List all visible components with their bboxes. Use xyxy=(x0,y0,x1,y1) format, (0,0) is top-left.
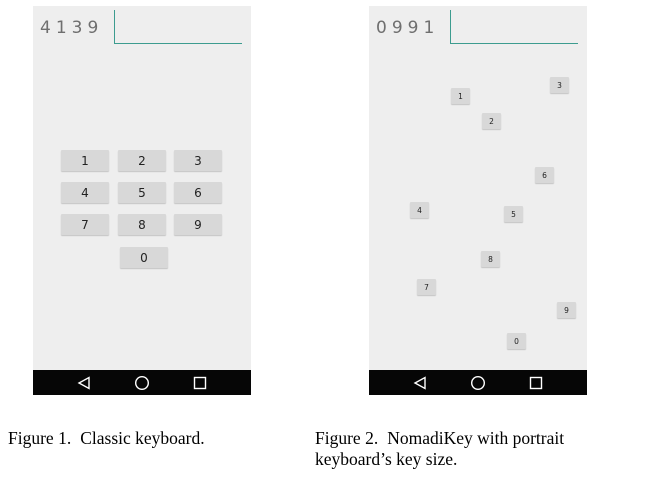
figure-label: Figure 1. xyxy=(8,428,72,448)
pin-display: 4139 xyxy=(40,18,104,38)
navigation-bar xyxy=(33,370,251,395)
key-2[interactable]: 2 xyxy=(118,150,166,171)
key-3[interactable]: 3 xyxy=(174,150,222,171)
key-1[interactable]: 1 xyxy=(451,88,470,104)
key-2[interactable]: 2 xyxy=(482,113,501,129)
key-7[interactable]: 7 xyxy=(61,214,109,235)
caption-line: Figure 2. NomadiKey with portrait xyxy=(315,428,564,449)
figure-label: Figure 2. xyxy=(315,428,379,448)
recent-apps-icon[interactable] xyxy=(186,370,214,395)
back-icon[interactable] xyxy=(406,370,434,395)
figure-caption: Figure 2. NomadiKey with portrait keyboar… xyxy=(315,428,564,470)
caption-text: Classic keyboard. xyxy=(80,428,205,448)
pin-input-field[interactable] xyxy=(450,10,578,44)
navigation-bar xyxy=(369,370,587,395)
key-7[interactable]: 7 xyxy=(417,279,436,295)
key-0[interactable]: 0 xyxy=(120,247,168,268)
phone-screen-nomadikey: 0991 1 2 3 4 5 6 7 8 9 0 xyxy=(369,6,587,395)
key-9[interactable]: 9 xyxy=(557,302,576,318)
pin-input-field[interactable] xyxy=(114,10,242,44)
home-icon[interactable] xyxy=(464,370,492,395)
recent-apps-icon[interactable] xyxy=(522,370,550,395)
key-1[interactable]: 1 xyxy=(61,150,109,171)
key-9[interactable]: 9 xyxy=(174,214,222,235)
back-icon[interactable] xyxy=(70,370,98,395)
key-0[interactable]: 0 xyxy=(507,333,526,349)
key-4[interactable]: 4 xyxy=(61,182,109,203)
key-4[interactable]: 4 xyxy=(410,202,429,218)
caption-text: NomadiKey with portrait xyxy=(387,428,565,448)
key-6[interactable]: 6 xyxy=(174,182,222,203)
key-3[interactable]: 3 xyxy=(550,77,569,93)
key-5[interactable]: 5 xyxy=(504,206,523,222)
key-5[interactable]: 5 xyxy=(118,182,166,203)
caption-text-continued: keyboard’s key size. xyxy=(315,449,458,469)
figure-caption: Figure 1. Classic keyboard. xyxy=(8,428,205,449)
key-8[interactable]: 8 xyxy=(481,251,500,267)
home-icon[interactable] xyxy=(128,370,156,395)
phone-screen-classic: 4139 1 2 3 4 5 6 7 8 9 0 xyxy=(33,6,251,395)
key-8[interactable]: 8 xyxy=(118,214,166,235)
pin-display: 0991 xyxy=(376,18,440,38)
key-6[interactable]: 6 xyxy=(535,167,554,183)
